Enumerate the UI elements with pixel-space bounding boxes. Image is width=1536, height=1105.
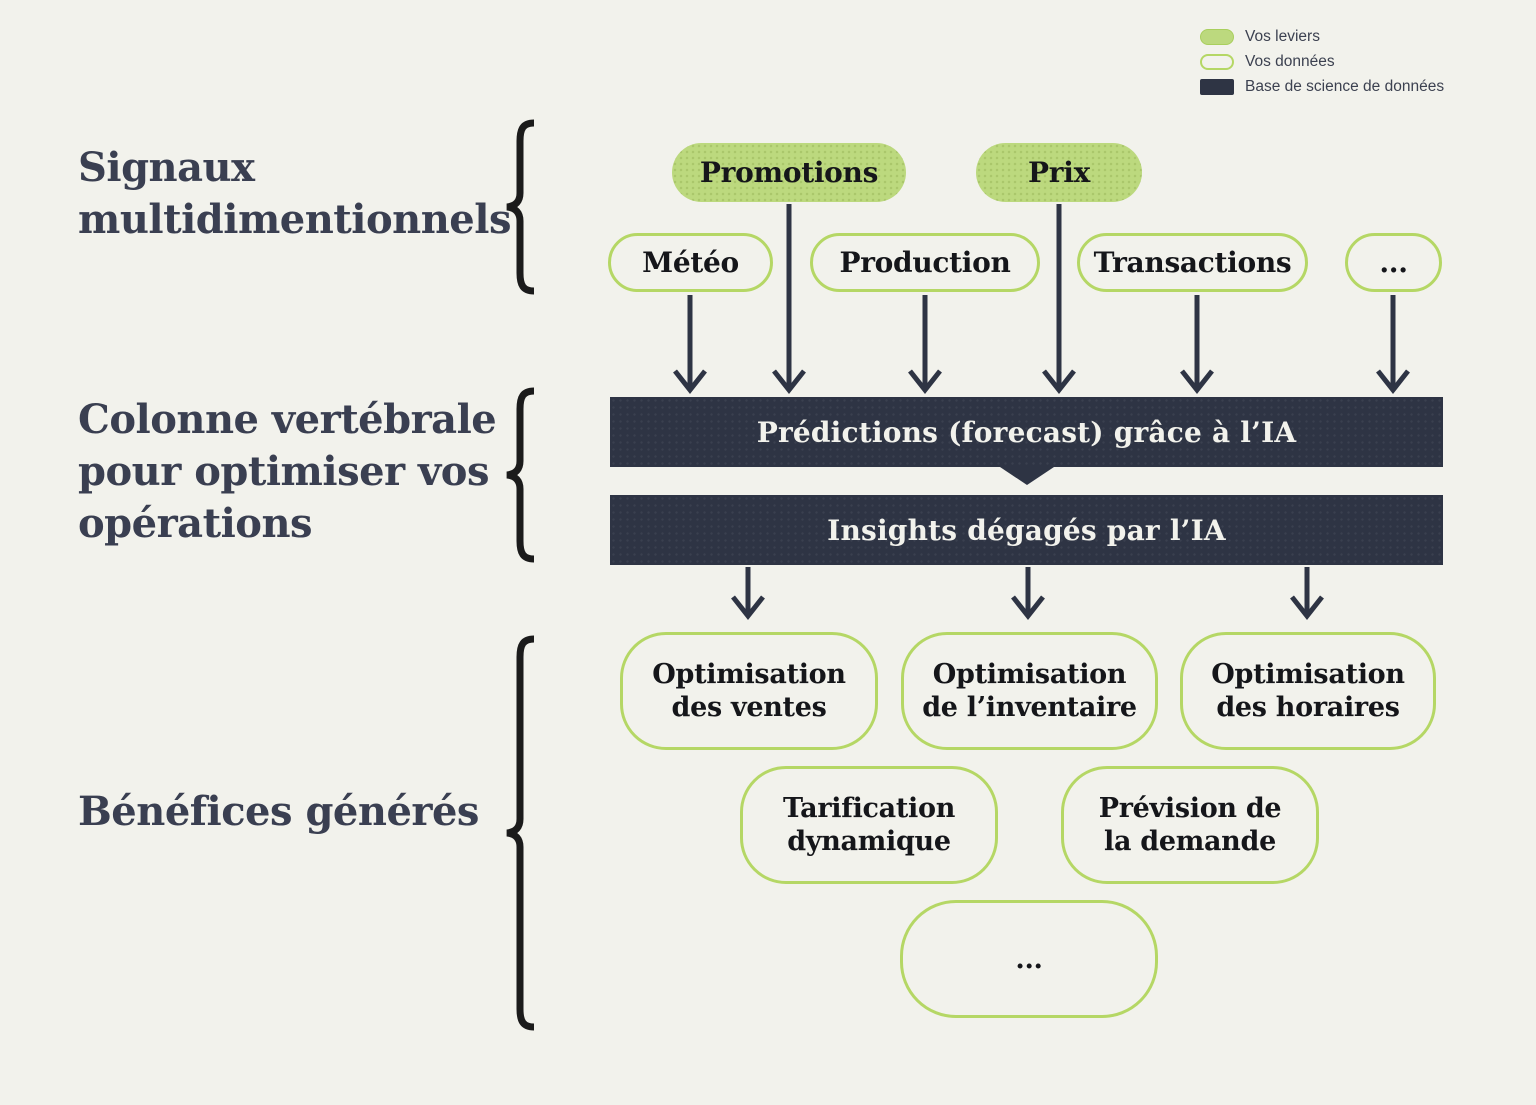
data-swatch-icon [1200,53,1234,70]
lever-pill-promotions: Promotions [672,143,906,202]
legend-item-levers: Vos leviers [1200,28,1444,45]
data-pill-more: ... [1345,233,1442,292]
data-pill-meteo: Météo [608,233,773,292]
arrow-prix-down [1042,204,1076,395]
legend-label-levers: Vos leviers [1245,27,1320,45]
section-label-benefits: Bénéfices générés [78,788,479,835]
arrow-meteo-down [673,295,707,395]
arrow-more-down [1376,295,1410,395]
ai-bar-predictions: Prédictions (forecast) grâce à l’IA [610,397,1443,485]
lever-swatch-icon [1200,28,1234,45]
legend: Vos leviers Vos données Base de science … [1200,28,1444,103]
benefit-prevision-demande: Prévision de la demande [1061,766,1319,884]
arrow-transactions-down [1180,295,1214,395]
arrow-benefit-center-down [1011,567,1045,621]
legend-item-data: Vos données [1200,53,1444,70]
benefit-optimisation-ventes: Optimisation des ventes [620,632,878,750]
section-label-signals: Signaux multidimentionnels [78,144,511,243]
data-pill-production: Production [810,233,1040,292]
arrow-production-down [908,295,942,395]
benefit-more: ... [900,900,1158,1018]
brace-benefits-icon [506,635,535,1031]
brace-backbone-icon [506,387,535,563]
ai-bar-insights: Insights dégagés par l’IA [610,495,1443,565]
arrow-benefit-left-down [731,567,765,621]
benefit-optimisation-inventaire: Optimisation de l’inventaire [901,632,1158,750]
benefit-optimisation-horaires: Optimisation des horaires [1180,632,1436,750]
lever-pill-prix: Prix [976,143,1142,202]
legend-item-science-base: Base de science de données [1200,78,1444,95]
science-base-swatch-icon [1200,78,1234,95]
benefit-tarification-dynamique: Tarification dynamique [740,766,998,884]
legend-label-science-base: Base de science de données [1245,77,1445,95]
arrow-benefit-right-down [1290,567,1324,621]
arrow-promotions-down [772,204,806,395]
brace-signals-icon [506,119,535,295]
section-label-backbone: Colonne vertébrale pour optimiser vos op… [78,396,497,547]
legend-label-data: Vos données [1245,52,1335,70]
data-pill-transactions: Transactions [1077,233,1308,292]
